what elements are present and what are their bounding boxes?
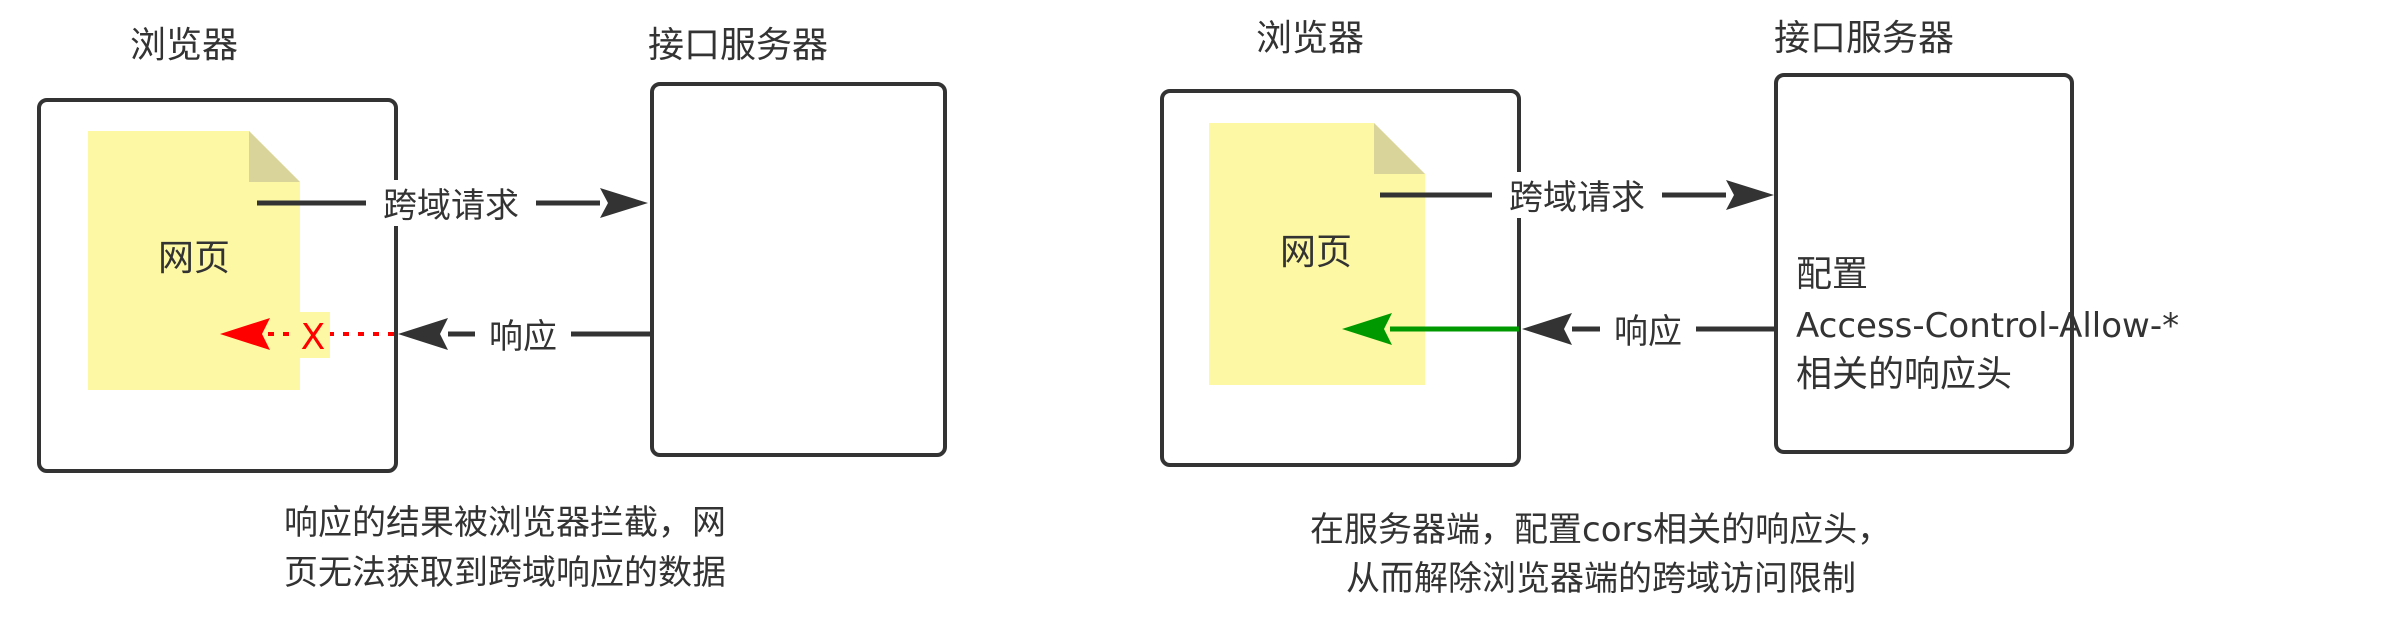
right-server-label: 接口服务器 bbox=[1774, 18, 1954, 59]
right-browser-label: 浏览器 bbox=[1256, 18, 1364, 59]
right-response-arrowhead bbox=[1522, 313, 1572, 345]
left-caption-line2: 页无法获取到跨域响应的数据 bbox=[284, 553, 726, 593]
left-server-box bbox=[650, 82, 947, 457]
right-caption-line2: 从而解除浏览器端的跨域访问限制 bbox=[1346, 559, 1856, 599]
right-page-label: 网页 bbox=[1280, 232, 1352, 273]
right-server-note-line3: 相关的响应头 bbox=[1796, 354, 2012, 395]
right-caption-line1: 在服务器端，配置cors相关的响应头， bbox=[1310, 510, 1891, 550]
right-web-page-icon bbox=[1209, 123, 1425, 385]
left-response-arrowhead bbox=[398, 318, 448, 350]
left-page-label: 网页 bbox=[158, 238, 230, 279]
left-request-arrowhead bbox=[600, 188, 648, 218]
right-request-arrowhead bbox=[1726, 180, 1774, 210]
left-browser-label: 浏览器 bbox=[130, 25, 238, 66]
right-server-note-line2: Access-Control-Allow-* bbox=[1796, 306, 2179, 346]
right-allowed-arrowhead bbox=[1342, 313, 1392, 345]
right-response-label: 响应 bbox=[1614, 312, 1682, 352]
left-response-label: 响应 bbox=[489, 317, 557, 357]
left-blocked-mark: X bbox=[301, 317, 326, 358]
right-request-label: 跨域请求 bbox=[1509, 178, 1645, 218]
left-blocked-arrowhead bbox=[220, 318, 270, 350]
right-server-box bbox=[1774, 73, 2074, 454]
right-server-note-line1: 配置 bbox=[1796, 254, 1868, 295]
left-panel: 浏览器 接口服务器 网页 跨域请求 响应 X 响应的结果被浏览器拦截，网 页无法… bbox=[37, 25, 947, 593]
right-panel: 浏览器 接口服务器 网页 跨域请求 响应 配置 Access-Control-A… bbox=[1160, 18, 2179, 599]
left-caption-line1: 响应的结果被浏览器拦截，网 bbox=[284, 503, 726, 543]
left-web-page-icon bbox=[88, 131, 300, 390]
left-server-label: 接口服务器 bbox=[648, 25, 828, 66]
left-request-label: 跨域请求 bbox=[383, 186, 519, 226]
